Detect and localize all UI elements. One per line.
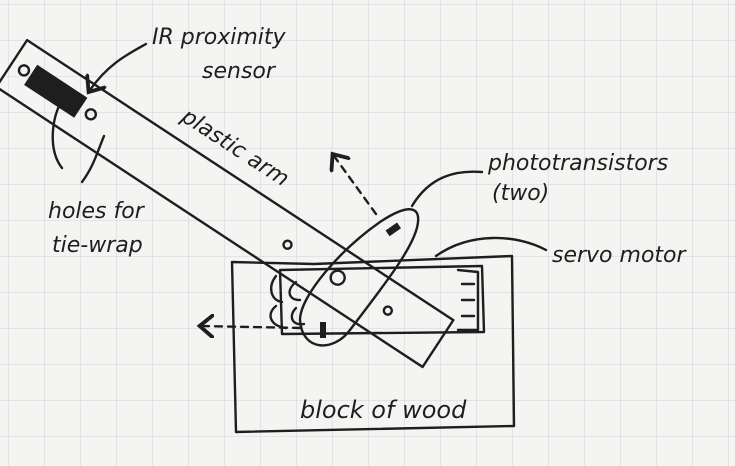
label-ir-sensor-2: sensor [202,59,277,84]
ir-sensor-body [24,64,88,118]
arrow-left [202,326,302,328]
label-holes-2: tie-wrap [52,233,143,258]
label-servo-motor: servo motor [552,243,687,268]
label-block-of-wood: block of wood [300,396,467,424]
label-ir-sensor-1: IR proximity [152,25,287,50]
leader-phototransistors [410,170,484,208]
phototransistor-holder [298,208,420,347]
phototransistor-upper [385,222,402,237]
phototransistor-lower [320,322,326,338]
plastic-arm [0,38,455,369]
servo-motor [269,264,486,336]
leader-hole-1 [51,102,64,170]
leader-servo [434,236,548,258]
wood-block [230,254,516,434]
arrow-up [334,156,378,216]
label-holes-1: holes for [48,199,146,224]
label-phototransistors-1: phototransistors [487,151,668,176]
leader-ir-sensor [90,42,148,90]
leader-hole-2 [80,134,106,184]
label-phototransistors-2: (two) [492,181,549,206]
